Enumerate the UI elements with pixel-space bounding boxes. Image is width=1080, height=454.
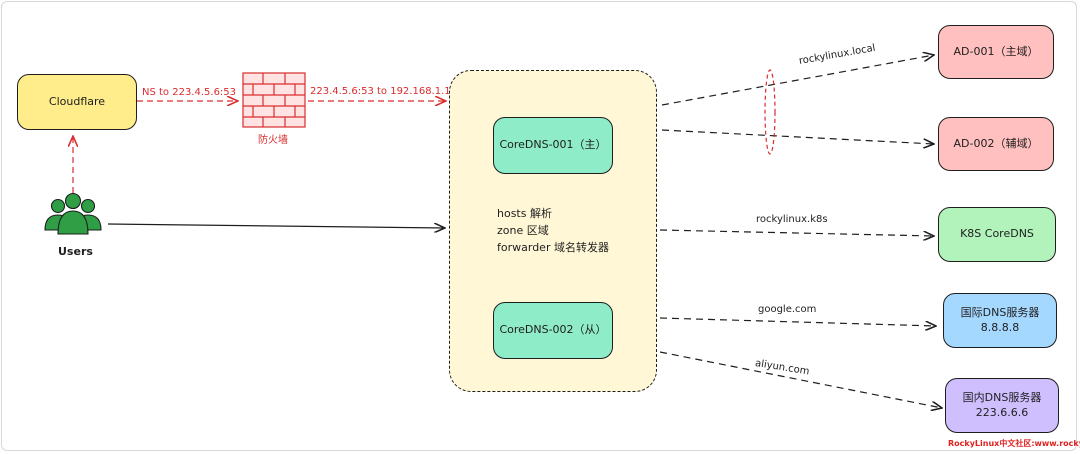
users-icon [44, 192, 102, 235]
domestic-dns-title: 国内DNS服务器 [962, 390, 1042, 404]
coredns-primary-label: CoreDNS-001（主） [499, 138, 607, 152]
users-label: Users [58, 245, 93, 258]
intl-dns-ip: 8.8.8.8 [980, 320, 1020, 334]
edge-cluster-to-domestic-dns [659, 351, 942, 408]
k8s-coredns-node: K8S CoreDNS [938, 207, 1056, 262]
ad-primary-label: AD-001（主域） [953, 44, 1039, 58]
feature-item: forwarder 域名转发器 [497, 241, 609, 254]
coredns-primary-node: CoreDNS-001（主） [493, 117, 613, 174]
ad-primary-node: AD-001（主域） [938, 25, 1054, 79]
k8s-coredns-label: K8S CoreDNS [960, 227, 1034, 241]
domestic-dns-ip: 223.6.6.6 [975, 405, 1029, 419]
edge-label-to-intl: google.com [758, 304, 817, 315]
edge-users-to-cluster [107, 224, 445, 228]
feature-item: hosts 解析 [497, 207, 552, 220]
watermark: RockyLinux中文社区:www.rockylinux.cn [948, 439, 1080, 448]
domestic-dns-node: 国内DNS服务器 223.6.6.6 [945, 378, 1059, 433]
feature-item: zone 区域 [497, 224, 549, 237]
intl-dns-node: 国际DNS服务器 8.8.8.8 [943, 293, 1057, 348]
edge-label-cloudflare-to-firewall: NS to 223.4.5.6:53 [142, 87, 237, 98]
cloudflare-label: Cloudflare [48, 94, 106, 108]
firewall-icon [242, 72, 306, 128]
edge-cluster-to-k8s [659, 229, 934, 236]
cloudflare-node: Cloudflare [17, 74, 137, 130]
coredns-secondary-node: CoreDNS-002（从） [493, 302, 613, 359]
edge-label-to-k8s: rockylinux.k8s [756, 214, 828, 225]
coredns-features-list: hosts 解析 zone 区域 forwarder 域名转发器 [497, 205, 609, 256]
edge-cluster-to-ad001 [661, 55, 934, 106]
ad-secondary-label: AD-002（辅域） [953, 136, 1039, 150]
ad-edges-group-ellipse [764, 69, 776, 155]
intl-dns-title: 国际DNS服务器 [960, 305, 1040, 319]
ad-secondary-node: AD-002（辅域） [938, 117, 1054, 171]
edge-cluster-to-ad002 [661, 129, 934, 144]
edge-label-firewall-to-coredns: 223.4.5.6:53 to 192.168.1.1:53 [310, 86, 467, 97]
firewall-label: 防火墙 [258, 135, 288, 146]
coredns-secondary-label: CoreDNS-002（从） [499, 323, 607, 337]
edge-cluster-to-intl-dns [659, 317, 936, 326]
